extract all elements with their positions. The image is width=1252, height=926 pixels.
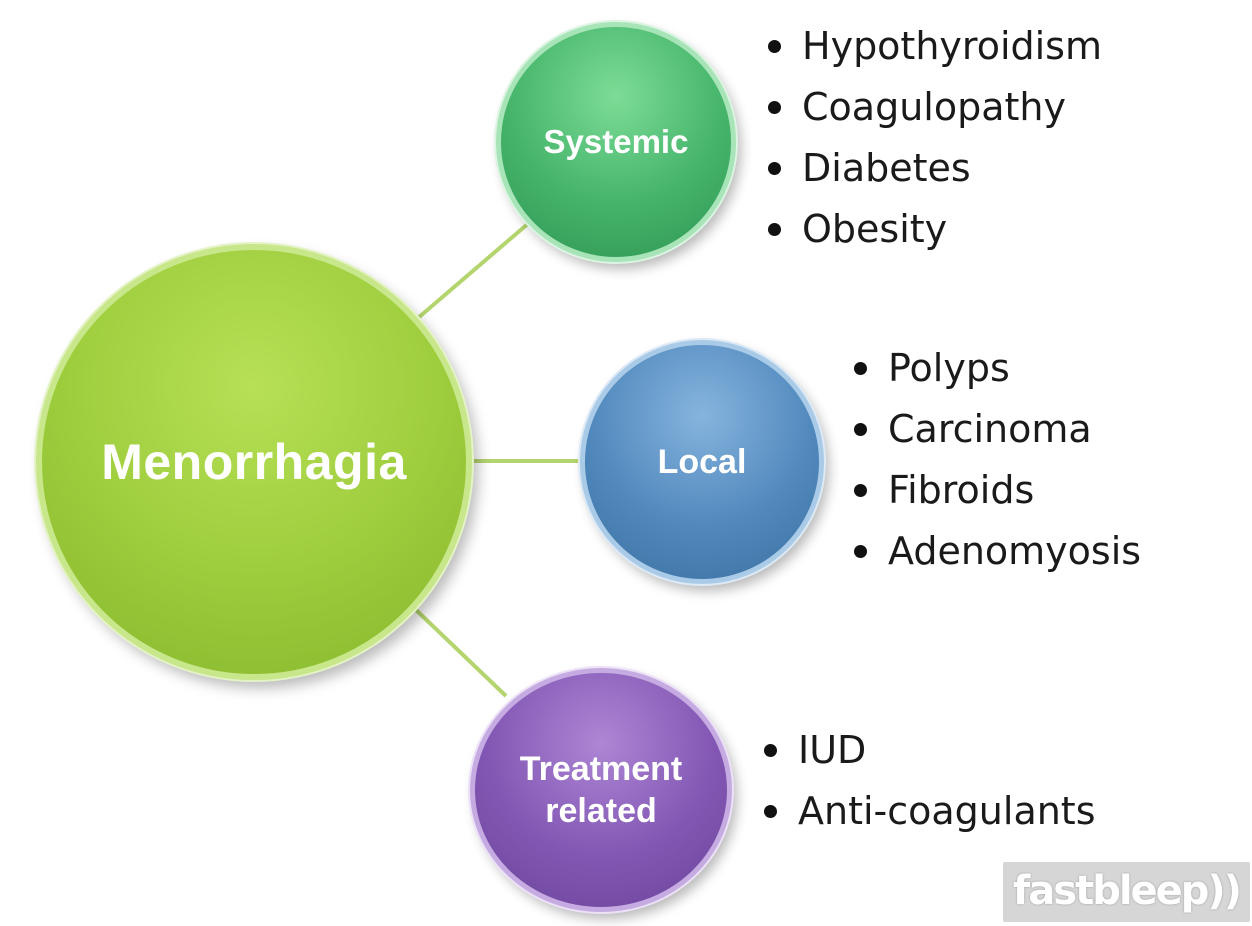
fastbleep-logo: fastbleep)) [1002,862,1250,922]
hub-circle-menorrhagia: Menorrhagia [36,244,472,680]
branch-circle-treatment-related: Treatment related [470,668,732,912]
connector-systemic [416,220,532,320]
list-item: Anti-coagulants [760,781,1096,842]
list-item: Hypothyroidism [764,16,1102,77]
branch-label-local: Local [657,442,747,481]
local-cause-list: Polyps Carcinoma Fibroids Adenomyosis [850,338,1141,582]
list-item: Adenomyosis [850,521,1141,582]
branch-label-systemic: Systemic [543,123,689,160]
list-item: Carcinoma [850,399,1141,460]
list-item: Coagulopathy [764,77,1102,138]
list-item: Fibroids [850,460,1141,521]
branch-label-treatment-line2: related [545,792,657,830]
branch-label-treatment-line1: Treatment [519,749,683,788]
systemic-cause-list: Hypothyroidism Coagulopathy Diabetes Obe… [764,16,1102,260]
treatment-related-cause-list: IUD Anti-coagulants [760,720,1096,842]
list-item: Polyps [850,338,1141,399]
branch-circle-local: Local [580,340,824,584]
list-item: Obesity [764,199,1102,260]
branch-circle-systemic: Systemic [496,22,736,262]
hub-label: Menorrhagia [101,434,407,490]
connector-treatment [412,606,508,698]
list-item: IUD [760,720,1096,781]
list-item: Diabetes [764,138,1102,199]
